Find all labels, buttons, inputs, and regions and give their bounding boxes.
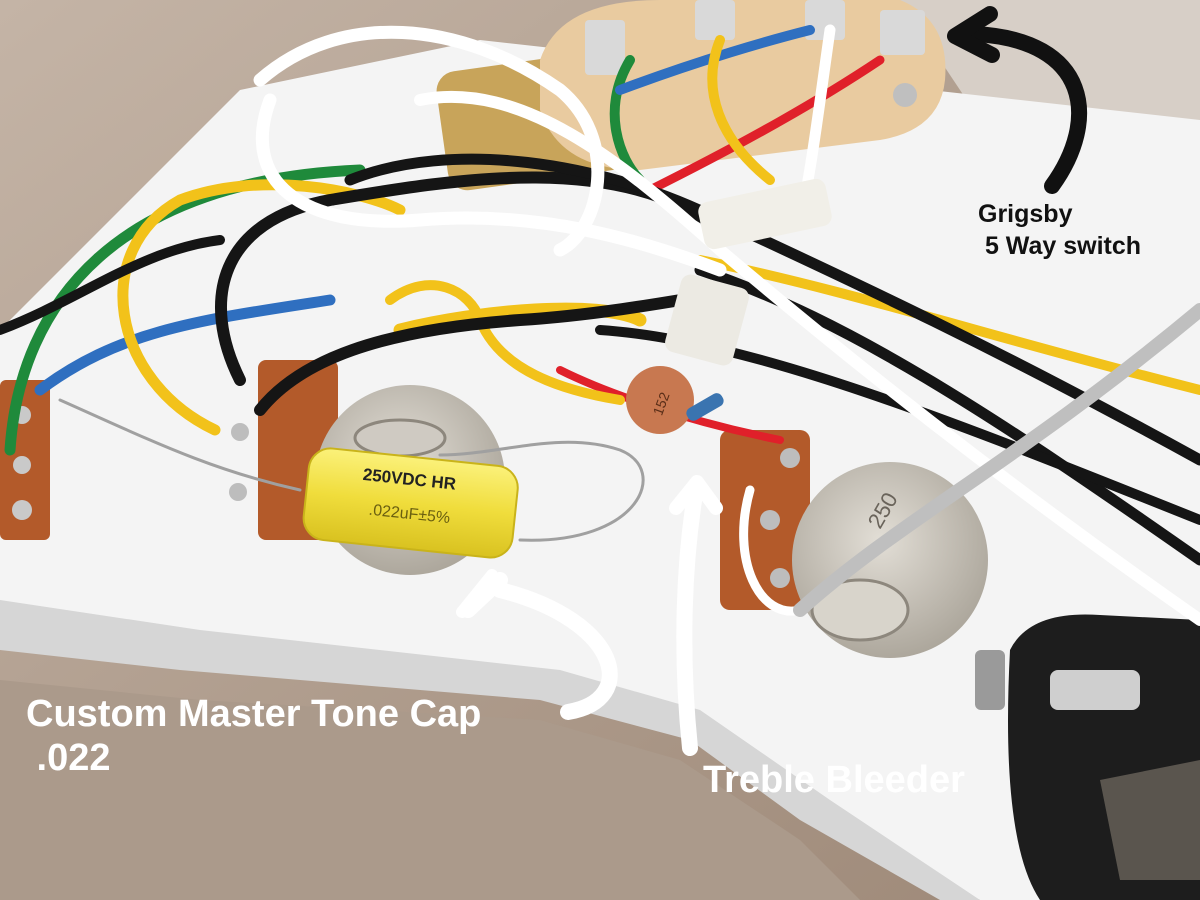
pickguard [0,40,1200,900]
five-way-switch [436,0,946,191]
tone-cap-arrow [456,569,618,720]
switch-arrow [947,6,1088,194]
ceramic-capacitor [626,366,724,434]
switch-annotation: Grigsby 5 Way switch [978,200,1142,260]
pickguard-cutout [0,680,860,900]
pickguard-shadow [0,600,980,900]
output-jack [975,614,1200,900]
bleeder-arrow [669,475,723,756]
left-pot-lugs [0,380,50,540]
wire-bundle [0,24,1200,626]
tone-capacitor [302,447,519,559]
cable-tie [665,178,832,366]
tone-cap-annotation: Custom Master Tone Cap .022 [26,693,482,779]
treble-bleeder-annotation: Treble Bleeder [703,759,965,801]
ceramic-cap-marking: 152 [650,390,673,418]
